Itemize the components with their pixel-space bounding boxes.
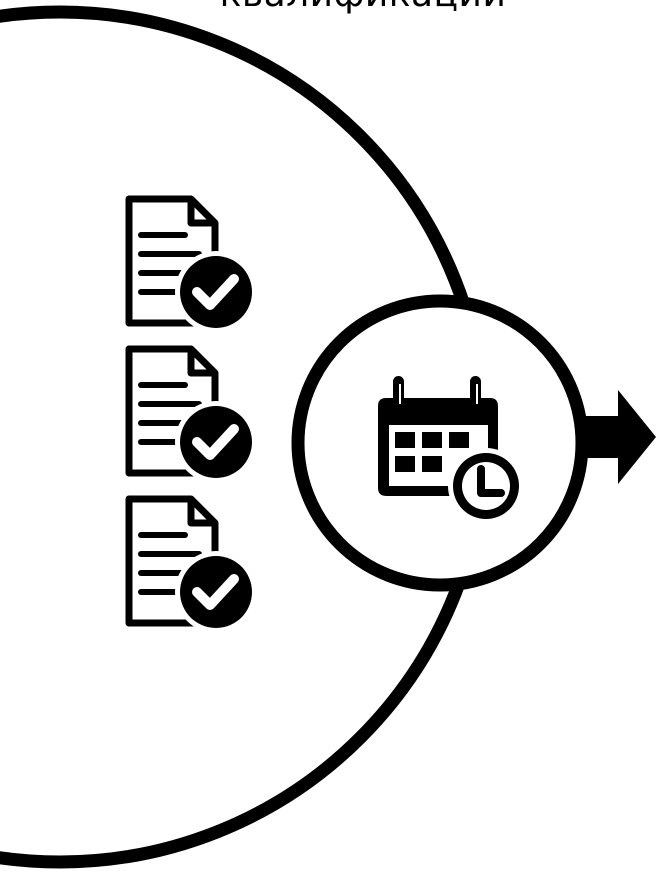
document-check-icon <box>129 499 257 633</box>
diagram-caption: квалификаций <box>0 0 656 17</box>
calendar-clock-icon <box>378 376 524 524</box>
document-check-icon <box>129 199 257 333</box>
document-check-icon <box>129 349 257 483</box>
